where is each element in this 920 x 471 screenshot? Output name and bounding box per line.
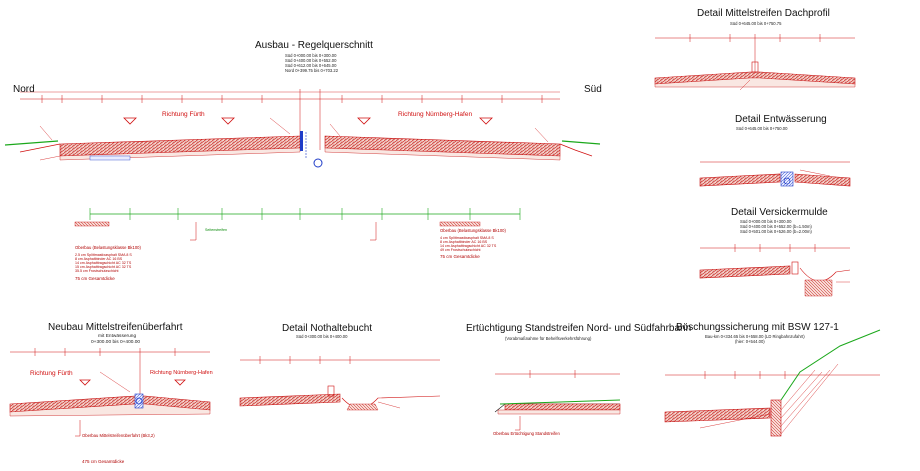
nothaltebucht-title: Detail Nothaltebucht [282, 323, 373, 334]
layer-left-3: 14 cm Asphalttragschicht AC 32 TS [75, 261, 132, 265]
main-station-1: Süd 0+000.00 bis 0+300.00 [285, 53, 337, 58]
entwaesserung-title: Detail Entwässerung [735, 114, 827, 125]
versickermulde-section [699, 244, 851, 297]
entwaesserung-station: Süd 0+645.00 bis 0+750.00 [736, 126, 788, 131]
layer-left-1: 2.5 cm Splittmastixasphalt SMA 8 S [75, 253, 132, 257]
layer-right-2: 8 cm Asphaltbinder AC 16 BS [440, 240, 488, 244]
label-sued: Süd [584, 84, 602, 95]
boeschung-station-1: Bau-km 0+334.65 bis 0+558.00 (LD Ringbah… [705, 334, 805, 339]
layer-left-4: 15 cm Asphalttragschicht AC 32 TS [75, 265, 132, 269]
ueberfahrt-subtitle: mit Entwässerung [98, 334, 137, 339]
main-station-2: Süd 0+400.00 bis 0+552.00 [285, 58, 337, 63]
versickermulde-station-2: Süd 0+400.00 bis 0+552.00 (b=1.50m) [740, 224, 812, 229]
standstreifen-section [494, 370, 621, 431]
ueberfahrt-total: 475 cm Gesamtdicke [82, 459, 125, 464]
layer-left-5: 35.5 cm Frostschutzschicht [75, 269, 119, 273]
main-station-3: Süd 0+612.00 bis 0+645.00 [285, 63, 337, 68]
oberbau-right: Oberbau (Belastungsklasse Bk100) [440, 228, 506, 233]
label-nord: Nord [13, 84, 35, 95]
boeschung-title: Böschungssicherung mit BSW 127-1 [676, 322, 839, 333]
boeschung-section [664, 329, 881, 437]
main-station-4: Nord 0+399.75 bis 0+703.22 [285, 68, 339, 73]
entwaesserung-section [699, 161, 851, 187]
versickermulde-station-1: Süd 0+000.00 bis 0+300.00 [740, 219, 792, 224]
ueberfahrt-dir-right: Richtung Nürnberg-Hafen [150, 370, 213, 376]
nothaltebucht-section [239, 356, 441, 411]
layer-diagram [74, 208, 521, 241]
versickermulde-station-3: Süd 0+501.00 bis 0+526.00 (b=2.00m) [740, 229, 812, 234]
oberbau-right-total: 75 cm Gesamtdicke [440, 254, 480, 259]
dachprofil-station: Süd 0+645.00 bis 0+750.75 [730, 21, 782, 26]
ueberfahrt-dir-left: Richtung Fürth [30, 370, 73, 377]
oberbau-left: Oberbau (Belastungsklasse Bk100) [75, 245, 141, 250]
standstreifen-subtitle: (Vorabmaßnahme für Behelfsverkehrsführun… [505, 336, 592, 341]
versickermulde-title: Detail Versickermulde [731, 207, 828, 218]
main-title: Ausbau - Regelquerschnitt [255, 40, 373, 51]
layer-right-1: 4 cm Splittmastixasphalt SMA 8 S [440, 236, 494, 240]
nothaltebucht-station: Süd 0+300.00 bis 0+400.00 [296, 334, 348, 339]
standstreifen-oberbau: Oberbau Ertüchtigung Standstreifen [493, 431, 560, 436]
standstreifen-title: Ertüchtigung Standstreifen Nord- und Süd… [466, 323, 692, 334]
layer-right-3: 14 cm Asphalttragschicht AC 32 TS [440, 244, 497, 248]
dachprofil-title: Detail Mittelstreifen Dachprofil [697, 8, 830, 19]
ueberfahrt-title: Neubau Mittelstreifenüberfahrt [48, 322, 183, 333]
oberbau-left-total: 75 cm Gesamtdicke [75, 276, 115, 281]
ueberfahrt-oberbau: Oberbau Mittelstreifenüberfahrt (Bk3,2) [82, 433, 155, 438]
direction-right: Richtung Nürnberg-Hafen [398, 111, 473, 118]
layer-right-4: 49 cm Frostschutzschicht [440, 248, 481, 252]
ueberfahrt-section [9, 348, 211, 437]
direction-left: Richtung Fürth [162, 111, 205, 118]
layer-mid-label: Seitenstreifen [205, 228, 227, 232]
ueberfahrt-station: 0+300.00 bis 0+400.00 [91, 340, 141, 345]
dachprofil-section [654, 34, 856, 91]
boeschung-station-2: (hier: 0+544.00) [735, 339, 765, 344]
main-cross-section [4, 89, 601, 168]
layer-left-2: 8 cm Asphaltbinder AC 16 BS [75, 257, 123, 261]
